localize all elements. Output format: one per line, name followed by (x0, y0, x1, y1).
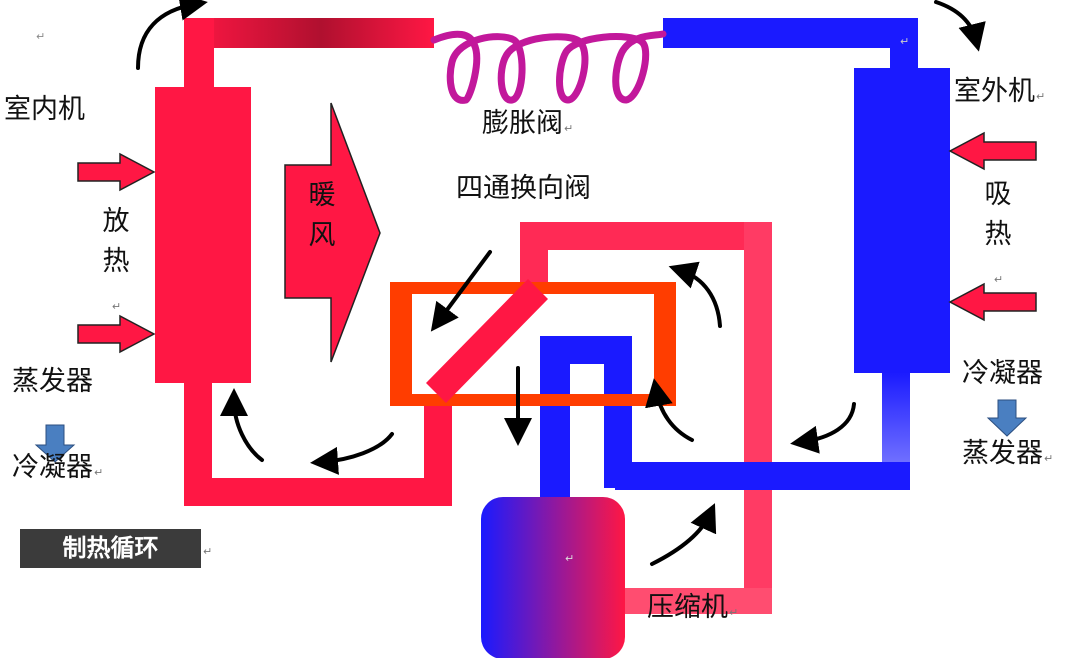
compressor-body (481, 497, 625, 658)
paragraph-marks: ↵ ↵ ↵ (36, 30, 909, 565)
outdoor-heat-exchanger (854, 68, 950, 373)
expansion-valve-coil (430, 30, 667, 104)
heating-cycle-badge: 制热循环 (20, 529, 201, 568)
compressor-label: 压缩机↵ (647, 592, 739, 623)
warm-air-label: 暖风 (306, 176, 338, 256)
indoor-release-heat-label: 放热↵ (100, 202, 132, 327)
indoor-role-bottom-label: 冷凝器↵ (12, 452, 104, 483)
indoor-heat-exchanger (155, 87, 251, 383)
outdoor-role-bottom-label: 蒸发器↵ (962, 438, 1054, 469)
indoor-role-top-label: 蒸发器 (12, 366, 93, 397)
indoor-role-change-arrow (34, 424, 76, 463)
indoor-unit-label: 室内机 (4, 96, 85, 123)
outdoor-unit-label: 室外机↵ (954, 76, 1046, 107)
indoor-unit-text: 室内机 (4, 94, 85, 125)
warm-char-2: 风 (308, 220, 336, 251)
hot-refrigerant-pipes (184, 18, 772, 614)
warm-air-arrow (284, 102, 381, 363)
expansion-valve-label: 膨胀阀↵ (482, 108, 574, 139)
absorb-char-2: 热↵ (984, 219, 1012, 286)
four-way-valve (390, 279, 676, 406)
flow-arrows (136, 0, 986, 566)
release-char-2: 热↵ (102, 246, 130, 313)
paragraph-mark: ↵ (36, 30, 45, 43)
outdoor-role-change-arrow (986, 399, 1028, 437)
four-way-valve-label: 四通换向阀 (456, 173, 591, 204)
release-char-1: 放 (102, 206, 130, 237)
badge-paragraph-mark: ↵ (203, 545, 213, 558)
paragraph-mark: ↵ (900, 35, 909, 48)
outdoor-absorb-heat-label: 吸热↵ (982, 175, 1014, 300)
paragraph-mark: ↵ (565, 552, 574, 565)
heat-flow-arrows (77, 131, 1037, 354)
cold-refrigerant-pipes (540, 18, 918, 508)
absorb-char-1: 吸 (984, 179, 1012, 210)
warm-char-1: 暖 (308, 180, 336, 211)
outdoor-role-top-label: 冷凝器 (962, 358, 1043, 389)
